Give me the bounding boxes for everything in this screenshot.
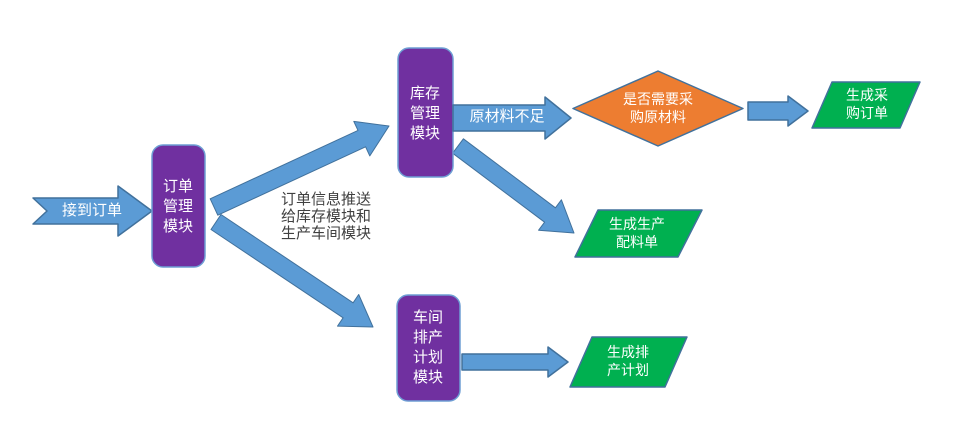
order-push-note: 订单信息推送 给库存模块和 生产车间模块 [281, 191, 372, 242]
purchase-order-output-parallelogram [811, 81, 921, 129]
connector-order-to-workshop [210, 214, 374, 328]
production-bom-output-parallelogram [574, 209, 703, 258]
workshop-module-box [396, 294, 461, 402]
schedule-output-parallelogram [569, 336, 688, 388]
workshop-module-label: 车间 排产 计划 模块 [412, 309, 444, 386]
decision-purchase-diamond [572, 70, 744, 147]
decision-purchase-label: 是否需要采 购原材料 [623, 91, 693, 125]
raw-material-shortage-label: 原材料不足 [469, 108, 545, 125]
inventory-module-label: 库存 管理 模块 [409, 85, 441, 142]
connector-decision-to-purchase-order [747, 95, 809, 127]
receive-order-arrow-shape [32, 185, 153, 237]
purchase-order-output-label: 生成采 购订单 [846, 87, 888, 121]
production-bom-output-label: 生成生产 配料单 [609, 216, 665, 250]
schedule-output-label: 生成排 产计划 [607, 344, 649, 378]
connector-order-to-inventory [209, 120, 390, 216]
order-module-label: 订单 管理 模块 [162, 178, 194, 235]
connector-inventory-to-bom [452, 138, 575, 234]
receive-order-label: 接到订单 [61, 202, 123, 219]
raw-material-shortage-arrow-shape [452, 96, 572, 140]
order-module-box [151, 144, 206, 268]
connector-workshop-to-schedule [461, 346, 569, 378]
